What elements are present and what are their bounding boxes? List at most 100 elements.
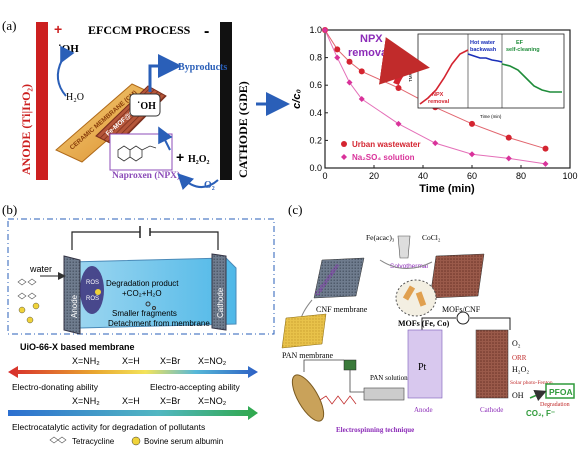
y-tick-label: 0.2: [309, 135, 322, 145]
oh-to-pfoa-arrow: [529, 390, 547, 402]
y-tick-label: 0.4: [309, 108, 322, 118]
data-point: [395, 120, 402, 127]
x-no2-2: X=NO₂: [198, 396, 227, 406]
inset-line-npx: [419, 49, 469, 105]
mofs-cnf-membrane: [429, 253, 485, 299]
x-br-1: X=Br: [160, 356, 180, 366]
y-tick-label: 1.0: [309, 25, 322, 35]
byproducts-arrow: [148, 54, 182, 92]
x-h-1: X=H: [122, 356, 140, 366]
chart-title-npx: NPX: [360, 33, 383, 45]
orr-label: ORR: [512, 354, 527, 362]
ground-cable: [303, 359, 344, 372]
minus-sign: -: [204, 23, 209, 40]
mof-rod-2: [415, 291, 427, 307]
h2o-to-oh-arrow: [56, 45, 75, 97]
naproxen-box: [109, 133, 173, 171]
pt-electrode: [407, 329, 443, 399]
solvothermal-arc: [379, 259, 433, 269]
fragment-1: [145, 301, 151, 307]
oh-box: [129, 93, 161, 117]
power-supply: [343, 359, 357, 371]
ros-zone: [80, 266, 104, 314]
inset-seg-backwash-2: backwash: [470, 47, 497, 53]
chart-title-removal: removal: [348, 47, 390, 59]
data-point: [322, 27, 328, 33]
panel-a: (a) + - EFCCM PROCESS ANODE (Ti|IrO₂) CA…: [2, 18, 290, 191]
pan-membrane: [281, 313, 327, 349]
water-label: water: [29, 264, 52, 274]
panel-b: (b) Anode Cathode water ROS ROS Degradat…: [2, 202, 275, 446]
mof-rod-1: [402, 285, 416, 301]
inset-line-ef: [501, 63, 562, 93]
cathode-bar: [220, 22, 232, 180]
data-point: [358, 96, 365, 102]
oh-radical-anode: ˙OH: [58, 43, 79, 55]
mofs-label: MOFs (Fe, Co): [398, 319, 450, 328]
fragment-2: [152, 306, 156, 310]
panel-b-label: (b): [2, 202, 17, 217]
y-tick-label: 0.8: [309, 53, 322, 63]
mofs-cathode: [475, 329, 509, 399]
collector-drum: [291, 374, 325, 422]
cell-wire-left: [421, 317, 456, 330]
meter-icon: [456, 311, 470, 325]
data-point: [334, 46, 341, 53]
y-tick-label: 0.0: [309, 163, 322, 173]
anode-label-b: Anode: [70, 294, 79, 318]
inset-seg-ef: EF: [516, 40, 524, 46]
electrospinning-label: Electrospinning technique: [336, 426, 414, 434]
donating-label: Electro-donating ability: [12, 382, 99, 392]
x-nh2-2: X=NH₂: [72, 396, 100, 406]
spin-jet: [319, 395, 357, 405]
data-point: [346, 79, 353, 86]
inset-seg-npx-2: removal: [428, 99, 450, 105]
chart-xlabel: Time (min): [419, 183, 475, 195]
data-point: [505, 155, 512, 162]
chart-ylabel: c/c₀: [291, 89, 303, 109]
x-row-1: X=NH₂ X=H X=Br X=NO₂: [72, 356, 227, 366]
autoclave-icon: [397, 235, 411, 259]
cocl2-label: CoCl₂: [422, 233, 441, 242]
bsa-label: Bovine serum albumin: [144, 437, 223, 446]
data-point: [395, 84, 402, 91]
legend-na2so4: Na₂SO₄ solution: [352, 153, 415, 162]
bsa-icon: [131, 436, 141, 446]
panel-c-label: (c): [288, 202, 302, 217]
h2o-label: H₂O: [66, 92, 84, 103]
products-label: CO₂, F⁻: [526, 409, 555, 418]
bsa-particle: [95, 289, 101, 295]
data-point: [346, 58, 353, 65]
inset-frame: [417, 33, 565, 109]
pan-solution-label: PAN solution: [370, 374, 408, 382]
h2o2-label-c: H₂O₂: [512, 365, 529, 374]
activity-label: Electrocatalytic activity for degradatio…: [12, 422, 205, 432]
cnf-label: CNF membrane: [316, 305, 368, 314]
accepting-label: Electro-accepting ability: [150, 382, 241, 392]
oh-label-c: OH: [512, 391, 524, 400]
panel-c: (c) Fe(acac)₃ CoCl₂ Solvothermal CNF mem…: [281, 202, 575, 434]
tetracycline-icon: [49, 436, 67, 444]
uio-membrane-label: UiO-66-X based membrane: [20, 342, 135, 352]
naproxen-arrow: [158, 126, 173, 151]
data-point: [469, 120, 475, 127]
x-tick-label: 80: [516, 171, 526, 181]
data-point: [469, 151, 475, 158]
co2-label: +CO₂+H₂O: [122, 289, 162, 298]
ros-label-2: ROS: [86, 296, 99, 302]
chart-legend: Urban wastewater Na₂SO₄ solution: [341, 140, 420, 162]
anode-label-c: Anode: [414, 406, 433, 414]
smaller-fragments-label: Smaller fragments: [112, 309, 177, 318]
anode-bar: [36, 22, 48, 180]
data-point: [542, 145, 549, 152]
power-cable: [349, 370, 364, 393]
mofs-cnf-label: MOFs/CNF: [442, 305, 481, 314]
inset-line-backwash: [467, 53, 503, 63]
efccm-title: EFCCM PROCESS: [88, 23, 191, 37]
circuit-wire: [71, 231, 219, 250]
fe-acac-label: Fe(acac)₃: [366, 233, 395, 242]
anode-plate: [63, 255, 81, 335]
